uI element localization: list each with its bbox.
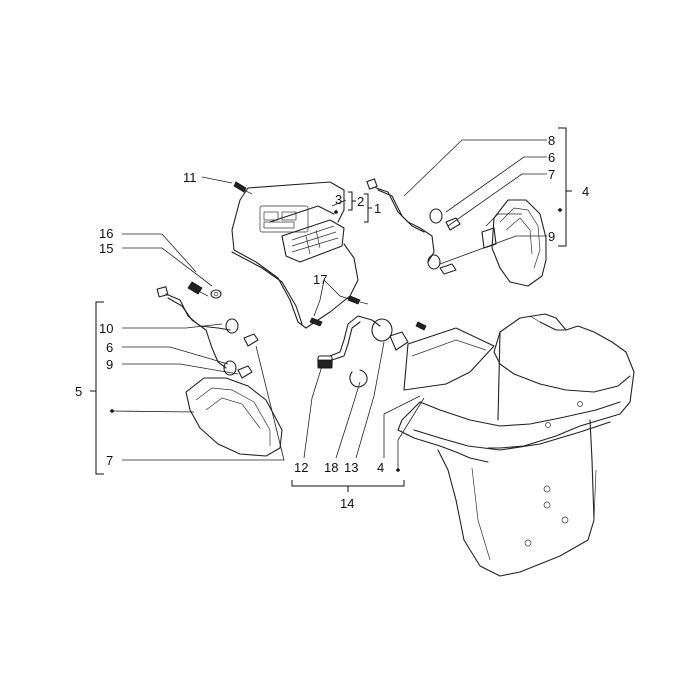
callout-7-right: 7 [548,167,555,182]
callout-16: 16 [99,226,113,241]
callout-10: 10 [99,321,113,336]
washer-16 [210,289,222,299]
left-turn-signal-wiring [156,286,239,376]
callout-5: 5 [75,384,82,399]
callout-6-right: 6 [548,150,555,165]
left-bulb [237,333,259,379]
screw-17 [309,295,369,327]
tail-lamp-housing [231,181,359,329]
screw-15 [187,281,209,297]
callout-2: 2 [357,194,364,209]
screw-4b [415,321,427,331]
clip-18 [349,369,368,388]
callout-3: 3 [335,192,342,207]
callout-17: 17 [313,272,327,287]
callout-6-left: 6 [106,340,113,355]
callout-18: 18 [324,460,338,475]
callout-9-left: 9 [106,357,113,372]
left-turn-signal-lens [185,377,283,457]
rear-mudguard-body [397,313,635,577]
callout-11: 11 [183,170,197,185]
screw-11 [233,181,253,195]
reference-dots [110,208,562,472]
callout-1: 1 [374,201,381,216]
callout-4-bottom: 4 [377,460,384,475]
callout-15: 15 [99,241,113,256]
callout-8: 8 [548,133,555,148]
callout-4-right: 4 [582,184,589,199]
callout-9-right: 9 [548,229,555,244]
callout-14: 14 [340,496,354,511]
leader-lines [112,139,547,468]
callout-labels: 11 3 2 1 16 15 17 8 6 7 4 9 10 6 9 5 7 1… [75,133,589,511]
group-brackets [90,127,572,492]
callout-13: 13 [344,460,358,475]
license-lamp-lens [403,327,495,391]
right-bulb [439,217,461,275]
right-turn-signal-lens [481,199,547,287]
callout-7-left: 7 [106,453,113,468]
callout-12: 12 [294,460,308,475]
right-turn-signal-wiring [366,178,443,270]
license-lamp-wiring [317,315,409,369]
